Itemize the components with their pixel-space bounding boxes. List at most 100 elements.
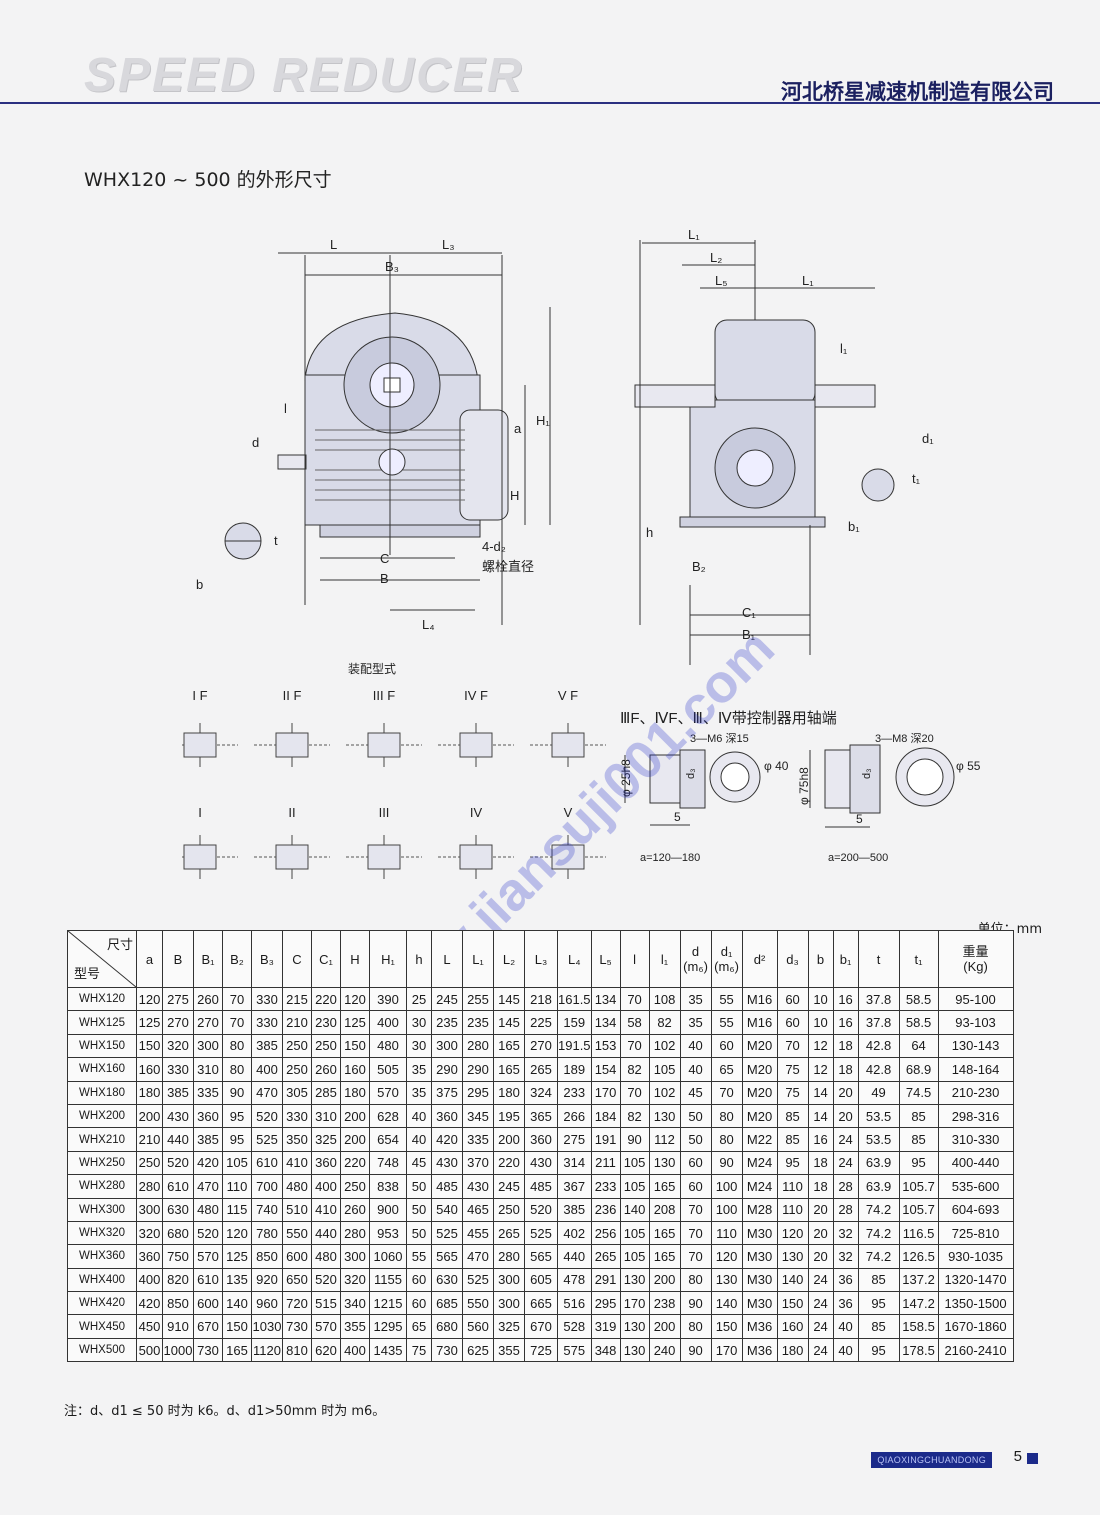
value-cell: 385 [162, 1080, 194, 1105]
value-cell: 130-143 [937, 1033, 1014, 1059]
value-cell: 24 [807, 1291, 834, 1316]
value-cell: 140 [619, 1197, 650, 1222]
model-cell: WHX180 [67, 1080, 137, 1105]
value-cell: 300 [193, 1033, 223, 1059]
value-cell: 350 [282, 1127, 312, 1152]
dim-t1: t₁ [912, 471, 921, 486]
value-cell: 40 [679, 1033, 712, 1059]
value-cell: 385 [193, 1127, 223, 1152]
value-cell: 410 [282, 1150, 312, 1176]
model-cell: WHX125 [67, 1010, 137, 1035]
value-cell: 20 [807, 1197, 834, 1222]
value-cell: 90 [679, 1291, 712, 1316]
value-cell: 95 [776, 1150, 809, 1176]
value-cell: 58 [619, 1010, 650, 1035]
model-cell: WHX120 [67, 986, 137, 1012]
value-cell: 35 [679, 1010, 712, 1035]
dim-B: B [380, 571, 389, 586]
value-cell: 480 [193, 1197, 223, 1222]
control-title: ⅢF、ⅣF、Ⅲ、Ⅳ带控制器用轴端 [620, 710, 837, 727]
value-cell: 375 [431, 1080, 463, 1105]
dim-L2: L₂ [710, 250, 722, 265]
value-cell: 28 [832, 1197, 859, 1222]
value-cell: 154 [590, 1057, 621, 1082]
value-cell: 265 [493, 1220, 525, 1246]
column-header: h [406, 930, 432, 988]
footer-tag: QIAOXINGCHUANDONG [871, 1452, 992, 1468]
value-cell: 24 [807, 1337, 834, 1363]
value-cell: 180 [493, 1080, 525, 1105]
value-cell: 100 [710, 1197, 743, 1222]
value-cell: 60 [679, 1150, 712, 1176]
value-cell: 195 [493, 1103, 525, 1129]
value-cell: 310 [311, 1103, 341, 1129]
value-cell: 620 [311, 1337, 341, 1363]
value-cell: 265 [524, 1057, 558, 1082]
value-cell: 95 [857, 1291, 900, 1316]
model-cell: WHX250 [67, 1150, 137, 1176]
value-cell: 110 [776, 1197, 809, 1222]
assembly-icon [530, 723, 606, 767]
value-cell: 960 [251, 1291, 283, 1316]
corner-header: 尺寸 型号 [67, 930, 137, 988]
value-cell: 233 [590, 1174, 621, 1199]
value-cell: 610 [193, 1267, 223, 1293]
value-cell: 165 [648, 1174, 681, 1199]
column-header: L [431, 930, 463, 988]
value-cell: 64 [898, 1033, 939, 1059]
value-cell: 1155 [369, 1267, 407, 1293]
value-cell: 145 [493, 1010, 525, 1035]
value-cell: 120 [222, 1220, 252, 1246]
value-cell: 160 [776, 1314, 809, 1339]
corner-bottom: 型号 [74, 966, 101, 981]
value-cell: 630 [431, 1267, 463, 1293]
corner-top: 尺寸 [106, 937, 133, 952]
value-cell: 610 [251, 1150, 283, 1176]
column-header: d² [741, 930, 778, 988]
value-cell: 80 [222, 1057, 252, 1082]
value-cell: 320 [340, 1267, 370, 1293]
value-cell: 610 [162, 1174, 194, 1199]
value-cell: 250 [340, 1174, 370, 1199]
value-cell: 68.9 [898, 1057, 939, 1082]
value-cell: 325 [311, 1127, 341, 1152]
value-cell: 280 [136, 1174, 163, 1199]
value-cell: 1000 [162, 1337, 194, 1363]
value-cell: 85 [776, 1103, 809, 1129]
value-cell: 2160-2410 [937, 1337, 1014, 1363]
value-cell: 82 [619, 1057, 650, 1082]
value-cell: 70 [710, 1080, 743, 1105]
small-d3: d₃ [685, 768, 697, 779]
value-cell: 370 [462, 1150, 494, 1176]
value-cell: 211 [590, 1150, 621, 1176]
value-cell: 575 [557, 1337, 592, 1363]
value-cell: 60 [406, 1291, 432, 1316]
column-header: L₄ [557, 930, 592, 988]
value-cell: 485 [431, 1174, 463, 1199]
value-cell: 80 [679, 1267, 712, 1293]
value-cell: 516 [557, 1291, 592, 1316]
value-cell: 191 [590, 1127, 621, 1152]
value-cell: 40 [832, 1314, 859, 1339]
column-header: H [340, 930, 370, 988]
large-shaft: φ 75h8 [797, 767, 811, 805]
value-cell: 110 [776, 1174, 809, 1199]
value-cell: 810 [282, 1337, 312, 1363]
value-cell: 150 [222, 1314, 252, 1339]
value-cell: 105 [619, 1174, 650, 1199]
model-cell: WHX280 [67, 1174, 137, 1199]
value-cell: 35 [406, 1080, 432, 1105]
value-cell: 74.2 [857, 1244, 900, 1269]
column-header: B₁ [193, 930, 223, 988]
value-cell: M16 [741, 986, 778, 1012]
value-cell: 85 [898, 1103, 939, 1129]
value-cell: 215 [282, 986, 312, 1012]
value-cell: 18 [807, 1174, 834, 1199]
value-cell: 20 [832, 1080, 859, 1105]
value-cell: 24 [807, 1314, 834, 1339]
model-cell: WHX500 [67, 1337, 137, 1363]
